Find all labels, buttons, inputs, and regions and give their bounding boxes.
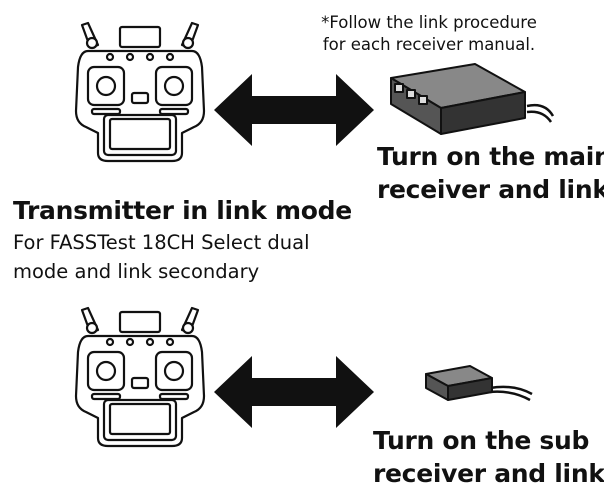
sub-receiver-icon xyxy=(425,365,533,402)
double-arrow-bottom-icon xyxy=(214,356,374,428)
note-line-2: for each receiver manual. xyxy=(322,35,536,54)
mode-desc-line-2: mode and link secondary xyxy=(13,260,260,283)
main-receiver-icon xyxy=(390,63,555,135)
sub-receiver-line-2: receiver and link xyxy=(373,459,604,488)
transmitter-bottom-icon xyxy=(74,306,206,448)
main-receiver-line-1: Turn on the main xyxy=(377,142,604,171)
double-arrow-top-icon xyxy=(214,74,374,146)
transmitter-mode-description: For FASSTest 18CH Select dual mode and l… xyxy=(13,228,310,286)
transmitter-mode-title: Transmitter in link mode xyxy=(13,196,352,225)
sub-receiver-line-1: Turn on the sub xyxy=(373,426,590,455)
sub-receiver-label: Turn on the sub receiver and link xyxy=(373,424,604,490)
link-procedure-note: *Follow the link procedure for each rece… xyxy=(298,12,560,56)
main-receiver-label: Turn on the main receiver and link xyxy=(377,140,604,206)
mode-desc-line-1: For FASSTest 18CH Select dual xyxy=(13,231,310,254)
main-receiver-line-2: receiver and link xyxy=(377,175,604,204)
transmitter-top-icon xyxy=(74,21,206,163)
note-line-1: *Follow the link procedure xyxy=(321,13,537,32)
